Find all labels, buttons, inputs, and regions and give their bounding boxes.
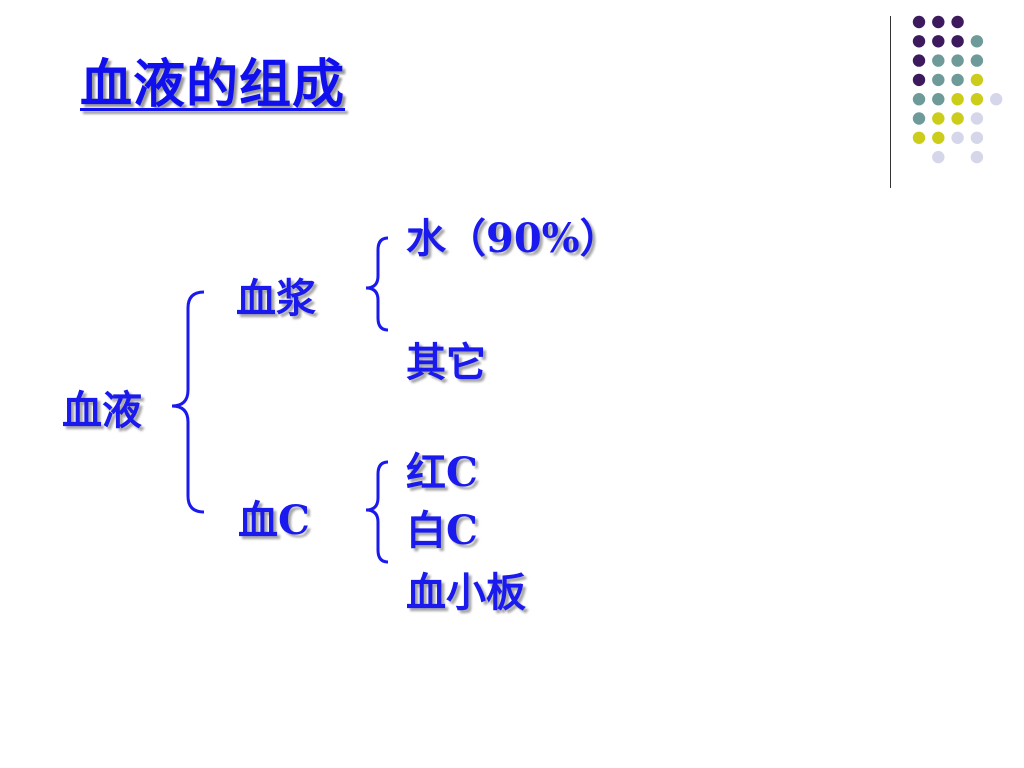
node-water: 水（90%） bbox=[406, 215, 620, 262]
decor-dot bbox=[932, 112, 945, 125]
decor-dot bbox=[912, 131, 926, 144]
decor-dot bbox=[990, 93, 1003, 106]
node-red-cells: 红C bbox=[406, 449, 478, 496]
page-title: 血液的组成 bbox=[80, 55, 346, 115]
decor-dot bbox=[932, 93, 945, 106]
decor-dot bbox=[932, 73, 945, 87]
node-platelets: 血小板 bbox=[406, 569, 526, 616]
decor-dot bbox=[932, 150, 945, 164]
decor-dot bbox=[951, 15, 964, 29]
decor-dot bbox=[912, 35, 926, 48]
decor-dot bbox=[912, 73, 926, 87]
node-blood: 血液 bbox=[62, 387, 142, 434]
decor-dot bbox=[951, 35, 964, 48]
decor-dot bbox=[970, 150, 984, 164]
decor-dot bbox=[932, 35, 945, 48]
decor-dot bbox=[951, 54, 964, 67]
decor-dot bbox=[951, 93, 964, 106]
node-white-cells: 白C bbox=[406, 507, 478, 554]
decor-dot bbox=[932, 131, 945, 144]
node-blood-cells: 血C bbox=[238, 497, 310, 544]
root-brace bbox=[171, 290, 205, 514]
decor-dot bbox=[970, 112, 984, 125]
decor-dot bbox=[951, 131, 964, 144]
decor-dot bbox=[932, 54, 945, 67]
decor-dot bbox=[970, 93, 984, 106]
divider-line bbox=[890, 16, 891, 188]
decor-dot bbox=[912, 112, 926, 125]
node-plasma: 血浆 bbox=[236, 275, 316, 322]
decor-dot bbox=[932, 15, 945, 29]
decor-dot bbox=[951, 73, 964, 87]
decor-dot bbox=[951, 112, 964, 125]
decor-dot bbox=[970, 131, 984, 144]
decor-dot bbox=[912, 93, 926, 106]
decor-dot bbox=[970, 35, 984, 48]
node-other: 其它 bbox=[406, 339, 486, 386]
cells-brace bbox=[365, 460, 389, 564]
plasma-brace bbox=[365, 236, 389, 332]
decor-dot bbox=[912, 54, 926, 67]
decor-dot bbox=[970, 54, 984, 67]
decor-dot bbox=[912, 15, 926, 29]
decor-dot bbox=[970, 73, 984, 87]
